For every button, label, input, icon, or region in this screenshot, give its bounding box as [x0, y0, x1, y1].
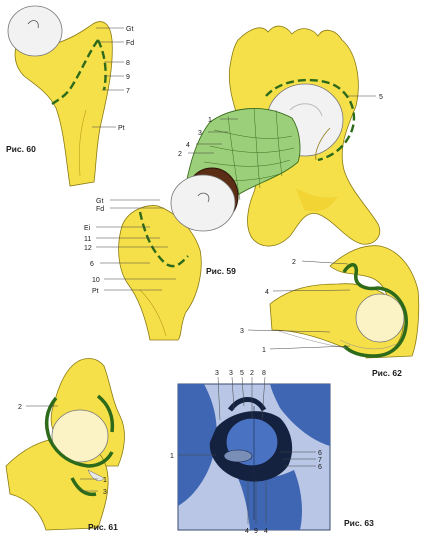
fig63-label-1: 1 [170, 453, 174, 460]
fig61-label-3: 3 [103, 489, 107, 496]
fig60-label-7: 7 [126, 88, 130, 95]
fig59-label-fd: Fd [96, 206, 104, 213]
fig62-labels: 2 4 3 1 Рис. 62 [240, 259, 402, 378]
fig61-caption: Рис. 61 [88, 522, 118, 532]
fig59-label-5: 5 [379, 94, 383, 101]
fig63-label-8: 8 [262, 370, 266, 377]
fig60-label-pt: Pt [118, 125, 125, 132]
fig59-label-ei: Ei [84, 225, 91, 232]
fig59-label-10: 10 [92, 277, 100, 284]
fig62-label-1: 1 [262, 347, 266, 354]
fig59-label-4: 4 [186, 142, 190, 149]
fig59-pelvis-drawing [228, 25, 381, 247]
fig63-label-9: 9 [254, 528, 258, 535]
fig59-label-2: 2 [178, 151, 182, 158]
fig60-femur-drawing [7, 5, 113, 187]
fig61-label-1: 1 [103, 477, 107, 484]
fig63-labels: 3 3 5 2 8 1 6 7 6 4 9 4 Рис. 63 [170, 370, 374, 535]
fig61-joint-drawing [5, 358, 125, 531]
fig63-label-2: 2 [250, 370, 254, 377]
fig63-label-6a: 6 [318, 450, 322, 457]
fig59-label-gt: Gt [96, 198, 103, 205]
fig59-caption: Рис. 59 [206, 266, 236, 276]
fig63-label-5: 5 [240, 370, 244, 377]
fig63-label-6b: 6 [318, 464, 322, 471]
fig62-label-3: 3 [240, 328, 244, 335]
fig62-label-2: 2 [292, 259, 296, 266]
fig60-caption: Рис. 60 [6, 144, 36, 154]
fig60-label-gt: Gt [126, 26, 133, 33]
fig59-label-12: 12 [84, 245, 92, 252]
fig59-label-11: 11 [84, 236, 91, 243]
fig62-label-4: 4 [265, 289, 269, 296]
fig61-label-2: 2 [18, 404, 22, 411]
fig62-joint-drawing [269, 245, 420, 359]
fig63-label-4b: 4 [264, 528, 268, 535]
fig60-labels: Gt Fd 8 9 7 Pt Рис. 60 [6, 26, 134, 154]
fig61-labels: 2 1 3 Рис. 61 [18, 404, 118, 532]
fig59-femur-drawing [118, 174, 236, 341]
fig59-labels: 1 3 4 2 5 Gt Fd Ei 11 12 6 10 Pt Рис. 59 [84, 94, 383, 295]
fig59-label-pt: Pt [92, 288, 99, 295]
fig59-label-1: 1 [208, 117, 212, 124]
fig59-label-3: 3 [198, 130, 202, 137]
fig60-label-fd: Fd [126, 40, 134, 47]
fig60-label-8: 8 [126, 60, 130, 67]
fig59-label-6: 6 [90, 261, 94, 268]
fig63-label-7: 7 [318, 457, 322, 464]
fig63-caption: Рис. 63 [344, 518, 374, 528]
fig60-label-9: 9 [126, 74, 130, 81]
fig62-caption: Рис. 62 [372, 368, 402, 378]
fig63-label-3b: 3 [229, 370, 233, 377]
fig63-label-4a: 4 [245, 528, 249, 535]
fig63-label-3a: 3 [215, 370, 219, 377]
fig63-xray-drawing [177, 383, 331, 531]
